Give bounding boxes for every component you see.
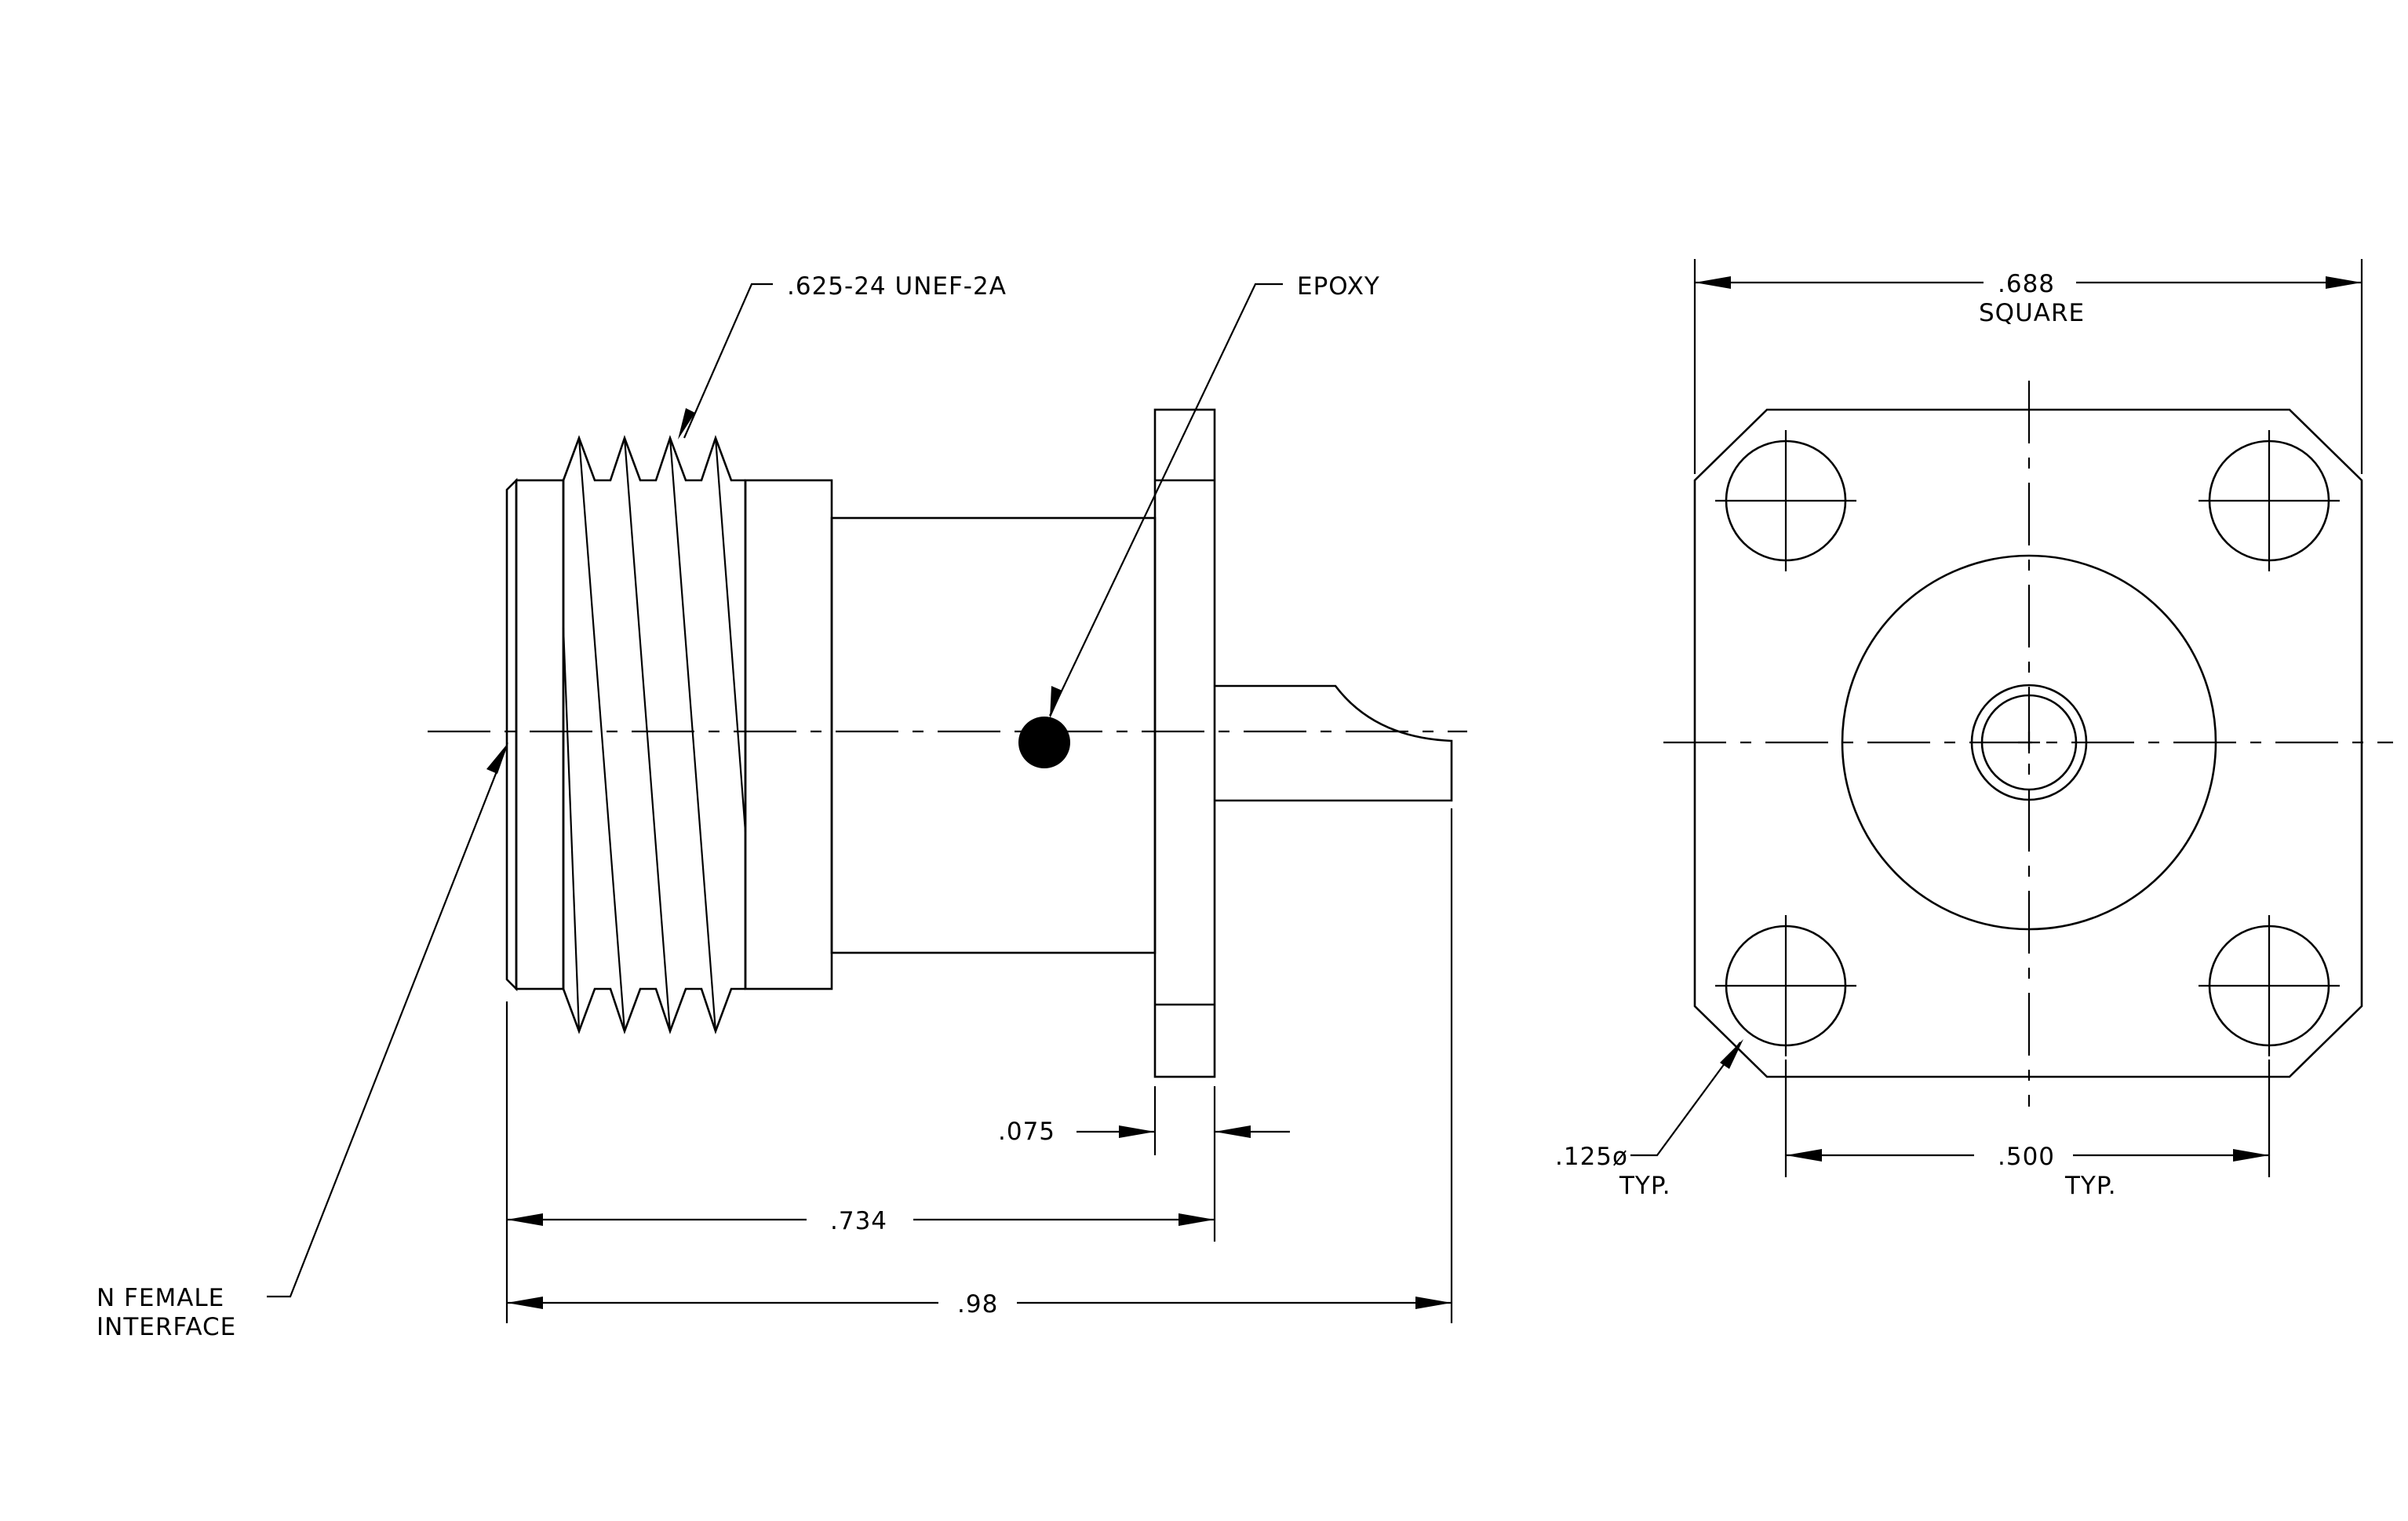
- mounting-hole-top-left: [1715, 430, 1856, 571]
- front-collar: [515, 479, 565, 990]
- hole-leader: [1630, 1041, 1741, 1157]
- dim-square-note: SQUARE: [1979, 299, 2085, 327]
- rear-pin: [1215, 684, 1453, 802]
- dim-hole-note: TYP.: [1619, 1172, 1671, 1200]
- front-view: .688 SQUARE .125ø TYP. .500 TYP.: [1555, 259, 2393, 1200]
- rear-collar: [744, 479, 833, 990]
- epoxy-callout: EPOXY: [1297, 272, 1380, 301]
- dim-flange-thickness: .075: [998, 1118, 1055, 1146]
- interface-leader: [267, 745, 508, 1298]
- dim-hole-spacing: .500: [1998, 1143, 2055, 1171]
- epoxy-dot: [1018, 717, 1070, 768]
- interface-callout-line2: INTERFACE: [97, 1313, 236, 1341]
- body-circle: [1841, 554, 2217, 931]
- dim-square-size: .688: [1998, 270, 2055, 298]
- flange: [1153, 408, 1216, 1078]
- dim-body-length: .734: [830, 1207, 887, 1235]
- thread-callout: .625-24 UNEF-2A: [787, 272, 1007, 301]
- square-flange: [1693, 408, 2363, 1078]
- mounting-hole-top-right: [2199, 430, 2340, 571]
- mounting-hole-bottom-left: [1715, 915, 1856, 1056]
- body: [830, 516, 1157, 954]
- dim-hole-diameter: .125ø: [1555, 1143, 1628, 1171]
- contact-inner: [1980, 694, 2078, 791]
- interface-ring: [505, 477, 518, 992]
- contact-outer: [1970, 684, 2088, 801]
- mounting-hole-bottom-right: [2199, 915, 2340, 1056]
- dim-spacing-note: TYP.: [2064, 1172, 2117, 1200]
- thread-section: [562, 435, 747, 1034]
- side-view: .625-24 UNEF-2A EPOXY N FEMALE INTERFACE…: [97, 272, 1467, 1341]
- thread-leader: [683, 283, 773, 439]
- interface-callout-line1: N FEMALE: [97, 1284, 224, 1312]
- epoxy-leader: [1049, 283, 1283, 717]
- dim-overall-length: .98: [957, 1290, 998, 1319]
